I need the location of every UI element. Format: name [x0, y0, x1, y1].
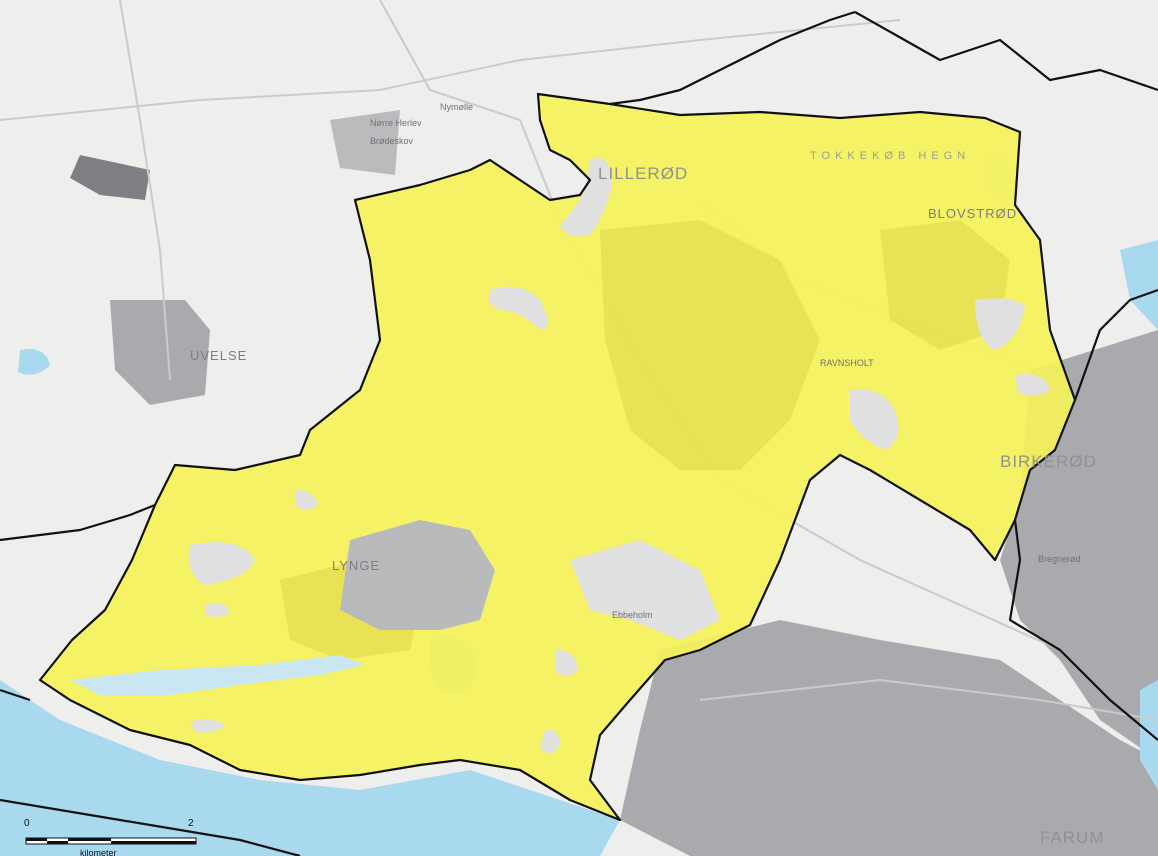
lake-southeast [1140, 680, 1158, 790]
highlight-zone[interactable] [40, 94, 1075, 820]
hole-lillerod-north [560, 157, 612, 237]
urban-areas [70, 110, 1158, 856]
road-farum [699, 678, 1158, 721]
boundary-north [854, 11, 1158, 92]
boundary-southwest [0, 688, 31, 702]
boundary-west [0, 503, 156, 542]
hole-lake-strip [70, 655, 365, 695]
scale-segment-4 [111, 841, 196, 844]
scale-segment-1 [26, 838, 47, 841]
boundary-south [0, 798, 301, 856]
scale-segment-3 [68, 838, 111, 841]
zone-texture-lillerod [600, 220, 820, 470]
scale-segment-2 [47, 841, 68, 844]
hole-west-1 [189, 542, 255, 585]
urban-norre-herlev [330, 110, 400, 175]
hole-small-4 [555, 649, 578, 676]
road-north [0, 19, 901, 121]
hole-ravnsholt [850, 389, 899, 450]
urban-farum [620, 620, 1158, 856]
scale-end-label: 2 [188, 818, 194, 829]
boundary-southeast [1008, 519, 1158, 741]
hole-small-5 [190, 719, 225, 733]
scale-bar: 0 2 kilometer [18, 818, 208, 856]
urban-airfield [70, 155, 150, 200]
zone-holes [70, 157, 1050, 754]
hole-blovstrod [975, 298, 1025, 350]
urban-uvelse [110, 300, 210, 405]
hole-small-1 [295, 490, 318, 510]
hole-small-2 [205, 603, 230, 617]
hole-small-3 [540, 729, 560, 754]
municipal-boundaries [0, 10, 1158, 856]
lake-east [1120, 240, 1158, 330]
boundary-allerod [38, 92, 1077, 822]
hole-lynge-town [340, 520, 495, 630]
hole-east [1015, 374, 1050, 396]
lake-south [0, 680, 620, 856]
road-west [119, 0, 171, 381]
boundary-northwest [609, 10, 856, 106]
scale-unit-label: kilometer [80, 848, 117, 856]
hole-south-central [570, 540, 720, 640]
scale-bar-icon [25, 837, 197, 845]
hole-central-north [488, 286, 548, 330]
boundary-east [1073, 288, 1158, 401]
pond-west [18, 349, 50, 375]
scale-start-label: 0 [24, 818, 30, 829]
